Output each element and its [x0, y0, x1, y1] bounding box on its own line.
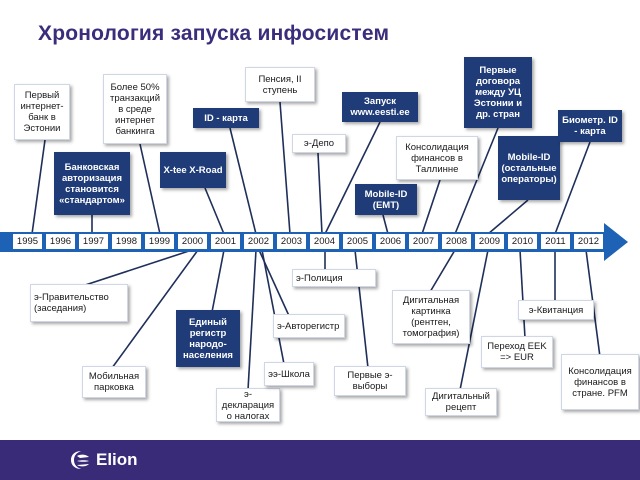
year-label: 2007	[409, 234, 438, 249]
event-bank-authorization-standard: Банковская авторизация становится «станд…	[54, 152, 130, 215]
year-label: 2003	[277, 234, 306, 249]
year-label: 2000	[178, 234, 207, 249]
footer-bar	[0, 440, 640, 480]
event-population-register: Единый регистр народо-населения	[176, 310, 240, 367]
event-e-government-sessions: э-Правительство (заседания)	[30, 284, 128, 322]
event-e-depo: э-Депо	[292, 134, 346, 153]
event-digital-imaging: Дигитальная картинка (рентген, томографи…	[392, 290, 470, 344]
event-internet-banking-50pct: Более 50% транзакций в среде интернет ба…	[103, 74, 167, 144]
timeline-arrow-icon	[604, 223, 628, 261]
event-x-road: X-tee X-Road	[160, 152, 226, 188]
year-label: 2011	[541, 234, 570, 249]
year-label: 1996	[46, 234, 75, 249]
event-e-receipt: э-Квитанция	[518, 300, 594, 320]
event-first-e-elections: Первые э-выборы	[334, 366, 406, 396]
year-label: 2008	[442, 234, 471, 249]
year-label: 2005	[343, 234, 372, 249]
year-label: 2006	[376, 234, 405, 249]
event-mobile-id-emt: Mobile-ID (EMT)	[355, 184, 417, 215]
year-label: 2010	[508, 234, 537, 249]
year-label: 1995	[13, 234, 42, 249]
year-label: 2004	[310, 234, 339, 249]
year-label: 2001	[211, 234, 240, 249]
event-pension-second-pillar: Пенсия, II ступень	[245, 67, 315, 102]
event-eek-to-eur: Переход EEK => EUR	[481, 336, 553, 368]
year-label: 2012	[574, 234, 603, 249]
event-national-finance-pfm: Консолидация финансов в стране. PFM	[561, 354, 639, 410]
year-label: 2002	[244, 234, 273, 249]
event-mobile-parking: Мобильная парковка	[82, 366, 146, 398]
event-digital-prescription: Дигитальный рецепт	[425, 388, 497, 416]
elion-logo-icon	[71, 451, 89, 469]
year-label: 1998	[112, 234, 141, 249]
event-biometric-id-card: Биометр. ID - карта	[558, 110, 622, 142]
year-label: 1997	[79, 234, 108, 249]
year-label: 2009	[475, 234, 504, 249]
elion-logo-text: Elion	[96, 450, 138, 469]
event-first-ca-agreements: Первые договора между УЦ Эстонии и др. с…	[464, 57, 532, 128]
event-eesti-ee-launch: Запуск www.eesti.ee	[342, 92, 418, 122]
event-e-school: ээ-Школа	[264, 362, 314, 386]
event-e-tax-declaration: э-декларация о налогах	[216, 388, 280, 422]
event-e-police: э-Полиция	[292, 269, 376, 287]
event-first-internet-bank: Первый интернет-банк в Эстонии	[14, 84, 70, 140]
year-label: 1999	[145, 234, 174, 249]
event-tallinn-finance-consolidation: Консолидация финансов в Таллинне	[396, 136, 478, 180]
event-id-card: ID - карта	[193, 108, 259, 128]
event-e-car-register: э-Авторегистр	[273, 314, 345, 338]
event-mobile-id-other-operators: Mobile-ID (остальные операторы)	[498, 136, 560, 200]
page-title: Хронология запуска инфосистем	[38, 22, 390, 45]
